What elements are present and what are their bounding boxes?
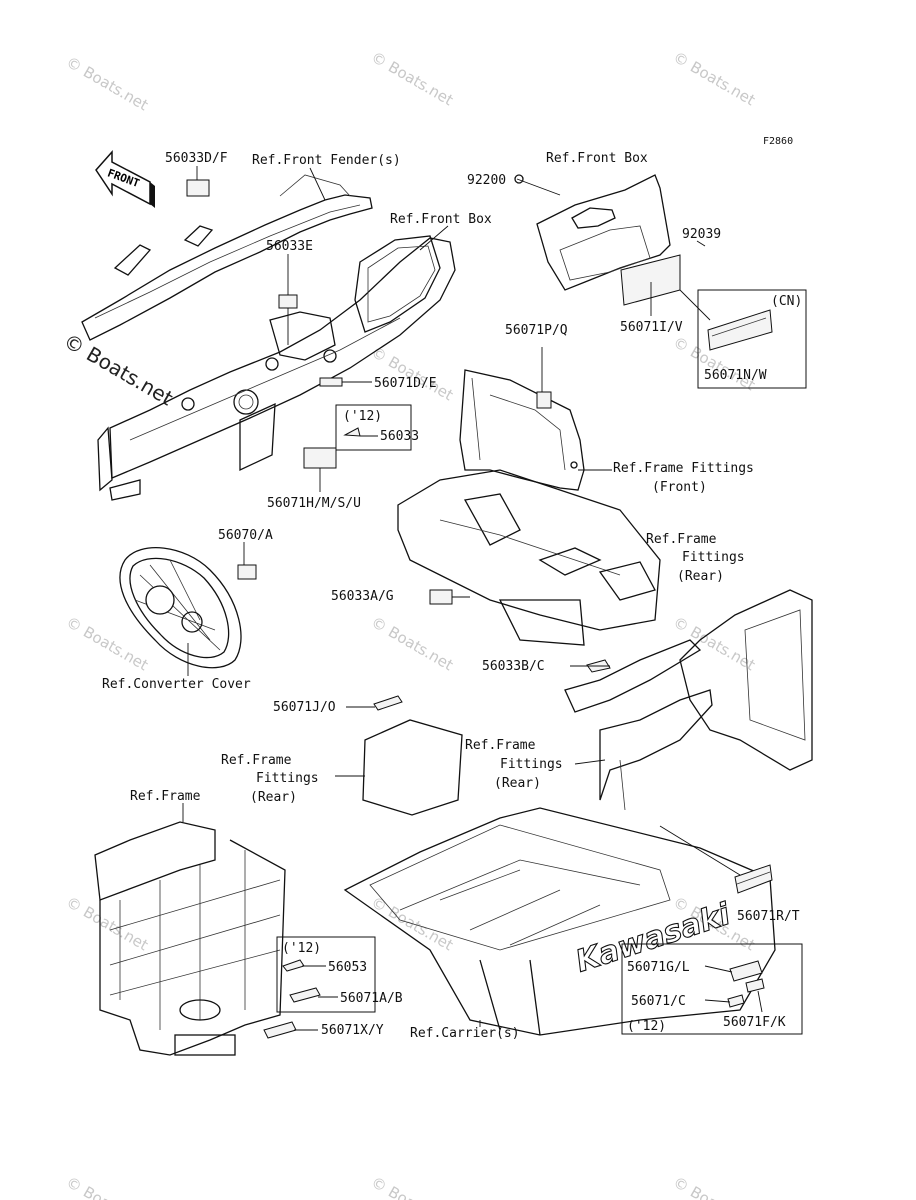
decal-56071PQ bbox=[536, 391, 552, 409]
label-56033: 56033 bbox=[380, 429, 419, 444]
decal-56071C bbox=[727, 994, 745, 1008]
decal-56071RT bbox=[734, 864, 773, 894]
decal-56071XY bbox=[263, 1021, 297, 1039]
frame-fittings-rear-right bbox=[564, 589, 813, 811]
label-cn: (CN) bbox=[771, 294, 802, 309]
decal-56071HMSU bbox=[303, 447, 337, 469]
watermark-large: © Boats.net bbox=[60, 329, 178, 411]
label-56033AG: 56033A/G bbox=[331, 589, 394, 604]
label-ref-front-box: Ref.Front Box bbox=[390, 212, 492, 227]
label-ref-front-box-top: Ref.Front Box bbox=[546, 151, 648, 166]
label-12-b: ('12) bbox=[282, 941, 321, 956]
label-56070A: 56070/A bbox=[218, 528, 273, 543]
watermark: © Boats.net bbox=[63, 893, 151, 954]
label-92039: 92039 bbox=[682, 227, 721, 242]
front-fender bbox=[81, 174, 373, 341]
label-56071IV: 56071I/V bbox=[620, 320, 683, 335]
decal-56071IV bbox=[620, 254, 681, 306]
label-56071AB: 56071A/B bbox=[340, 991, 403, 1006]
group-box-12-a bbox=[335, 404, 412, 451]
label-ref-frame-fittings-front: Ref.Frame Fittings bbox=[613, 461, 754, 476]
decal-56071NW-stripe bbox=[711, 317, 767, 337]
watermark: © Boats.net bbox=[368, 343, 456, 404]
vehicle-frame bbox=[94, 821, 286, 1056]
group-box-12-b bbox=[276, 936, 376, 1013]
watermark: © Boats.net bbox=[368, 1173, 456, 1200]
label-12-c: ('12) bbox=[627, 1019, 666, 1034]
frame-fittings-rear-plate bbox=[362, 719, 463, 816]
watermark: © Boats.net bbox=[368, 613, 456, 674]
label-rear-a: (Rear) bbox=[677, 569, 724, 584]
label-56053: 56053 bbox=[328, 960, 367, 975]
label-ref-frame: Ref.Frame bbox=[130, 789, 201, 804]
label-56071JO: 56071J/O bbox=[273, 700, 336, 715]
label-rear-c: (Rear) bbox=[494, 776, 541, 791]
decal-56071RT-stripe bbox=[736, 871, 771, 885]
front-box-panel bbox=[514, 174, 671, 291]
diagram-code: F2860 bbox=[763, 136, 793, 147]
label-56071NW: 56071N/W bbox=[704, 368, 767, 383]
label-front-paren: (Front) bbox=[652, 480, 707, 495]
front-arrow-icon: FRONT bbox=[95, 150, 155, 208]
decal-56033E bbox=[278, 294, 298, 309]
watermark: © Boats.net bbox=[63, 1173, 151, 1200]
label-56071FK: 56071F/K bbox=[723, 1015, 786, 1030]
decal-56033AG bbox=[429, 589, 453, 605]
label-12-a: ('12) bbox=[343, 409, 382, 424]
label-56033DF: 56033D/F bbox=[165, 151, 228, 166]
decal-56071JO bbox=[373, 695, 403, 711]
label-56071DE: 56071D/E bbox=[374, 376, 437, 391]
decal-56033DF bbox=[186, 179, 210, 197]
decal-56053 bbox=[282, 959, 305, 972]
label-56071HMSU: 56071H/M/S/U bbox=[267, 496, 361, 511]
label-ref-carrier: Ref.Carrier(s) bbox=[410, 1026, 520, 1041]
label-fittings-b: Fittings bbox=[256, 771, 319, 786]
labels: 56033D/F Ref.Front Fender(s) Ref.Front B… bbox=[102, 151, 802, 1041]
group-box-cn bbox=[697, 289, 807, 389]
leader-lines bbox=[182, 166, 763, 1031]
label-fittings-a: Fittings bbox=[682, 550, 745, 565]
decal-56071NW bbox=[707, 309, 773, 351]
converter-cover bbox=[119, 547, 242, 669]
label-ref-frame-c: Ref.Frame bbox=[465, 738, 536, 753]
decal-56033 bbox=[343, 427, 361, 437]
label-56071XY: 56071X/Y bbox=[321, 1023, 384, 1038]
label-56033E: 56033E bbox=[266, 239, 313, 254]
label-ref-frame-a: Ref.Frame bbox=[646, 532, 717, 547]
decal-56070A bbox=[237, 564, 257, 580]
label-ref-converter-cover: Ref.Converter Cover bbox=[102, 677, 251, 692]
label-rear-b: (Rear) bbox=[250, 790, 297, 805]
watermark: © Boats.net bbox=[63, 53, 151, 114]
decal-56071DE bbox=[319, 377, 343, 387]
front-dash-panel bbox=[97, 235, 456, 501]
label-56071PQ: 56071P/Q bbox=[505, 323, 568, 338]
label-56071C: 56071/C bbox=[631, 994, 686, 1009]
label-56071RT: 56071R/T bbox=[737, 909, 800, 924]
label-ref-front-fender: Ref.Front Fender(s) bbox=[252, 153, 401, 168]
watermark: © Boats.net bbox=[670, 613, 758, 674]
label-56071GL: 56071G/L bbox=[627, 960, 690, 975]
decal-56071GL bbox=[729, 960, 763, 982]
watermark: © Boats.net bbox=[670, 1173, 758, 1200]
label-ref-frame-b: Ref.Frame bbox=[221, 753, 292, 768]
label-56033BC: 56033B/C bbox=[482, 659, 545, 674]
watermark: © Boats.net bbox=[63, 613, 151, 674]
label-fittings-c: Fittings bbox=[500, 757, 563, 772]
watermark: © Boats.net bbox=[670, 48, 758, 109]
watermark: © Boats.net bbox=[368, 48, 456, 109]
group-box-12-c bbox=[621, 943, 803, 1035]
label-92200: 92200 bbox=[467, 173, 506, 188]
rear-body-panel bbox=[397, 469, 661, 646]
decal-56071FK bbox=[745, 978, 765, 993]
decal-56071AB bbox=[289, 987, 321, 1003]
frame-fittings-front bbox=[459, 369, 585, 491]
